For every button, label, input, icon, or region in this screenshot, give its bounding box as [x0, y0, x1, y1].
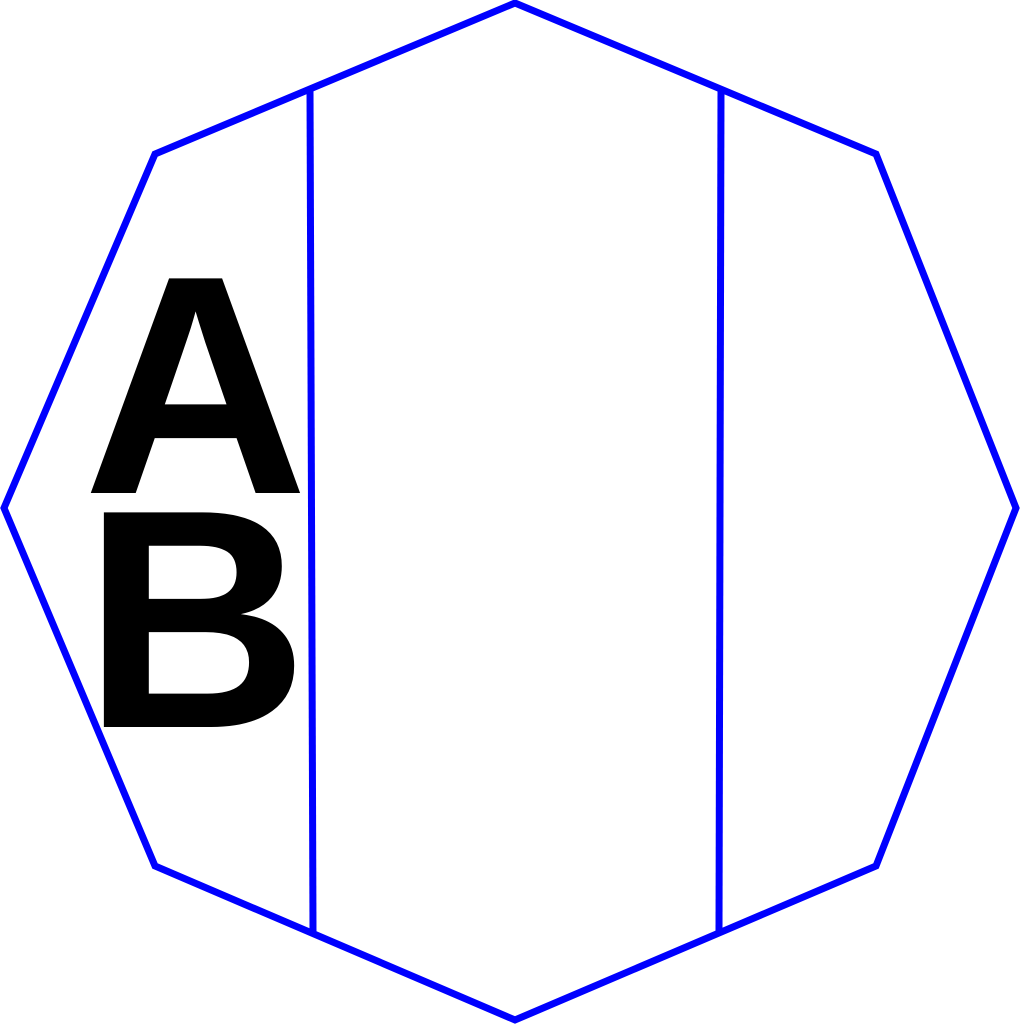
label-a: A [83, 212, 308, 560]
label-b: B [83, 446, 308, 794]
left-divider-line [306, 88, 317, 934]
right-divider-line [715, 88, 725, 934]
